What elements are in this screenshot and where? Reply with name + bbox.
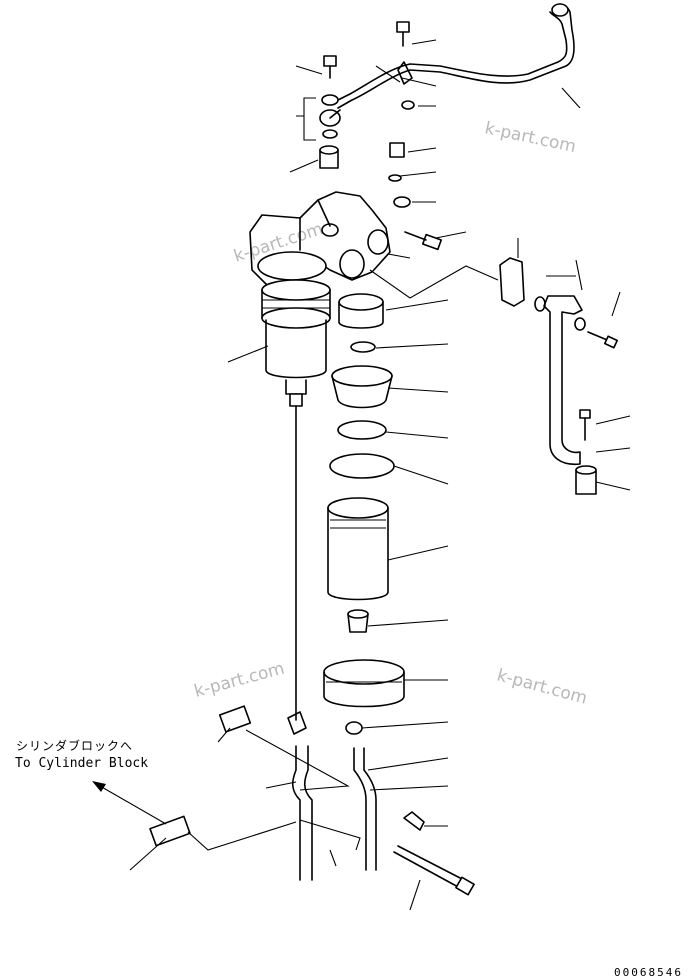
- fuel-hose-assembly: [319, 3, 575, 127]
- watermark-1: k-part.com: [483, 118, 578, 157]
- top-fasteners: [319, 21, 443, 251]
- callout-english: To Cylinder Block: [15, 756, 148, 771]
- fuel-filter-assembly: [261, 279, 331, 721]
- exploded-stack: [323, 293, 405, 735]
- watermark-4: k-part.com: [495, 666, 590, 709]
- callout-japanese: シリンダブロックへ: [16, 738, 133, 753]
- document-number: 00068546: [614, 966, 683, 979]
- right-bracket: [499, 257, 619, 495]
- leader-lines: [129, 39, 631, 911]
- cylinder-block-arrow: [92, 781, 167, 825]
- filter-head: [249, 191, 391, 287]
- watermark-3: k-part.com: [192, 659, 287, 702]
- lower-hoses: [149, 705, 475, 896]
